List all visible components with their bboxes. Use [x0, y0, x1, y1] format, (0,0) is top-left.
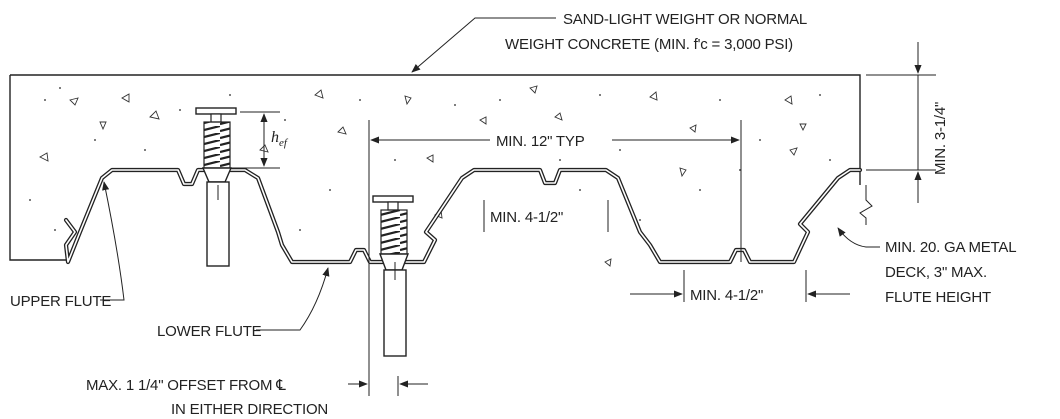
offset-label-line2: IN EITHER DIRECTION — [171, 401, 328, 418]
concrete-aggregate — [29, 85, 831, 267]
lower-flute-label: LOWER FLUTE — [157, 323, 262, 340]
deck-label-line1: MIN. 20. GA METAL — [885, 239, 1016, 256]
min-3-1-4-label: MIN. 3-1/4" — [932, 102, 949, 175]
min-4-1-2-lower-label: MIN. 4-1/2" — [690, 287, 763, 304]
hef-label: hef — [271, 129, 289, 149]
lower-flute-width-dimension: MIN. 4-1/2" — [630, 270, 850, 304]
min-12-typ-label: MIN. 12" TYP — [496, 133, 585, 150]
concrete-label-line1: SAND-LIGHT WEIGHT OR NORMAL — [563, 11, 807, 28]
lower-flute-centerline — [368, 172, 399, 396]
concrete-label-line2: WEIGHT CONCRETE (MIN. f'c = 3,000 PSI) — [505, 36, 793, 53]
deck-label-line3: FLUTE HEIGHT — [885, 289, 991, 306]
metal-deck — [63, 167, 863, 265]
hef-dimension: hef — [232, 111, 289, 169]
lower-flute-anchor — [372, 195, 414, 357]
upper-flute-callout: UPPER FLUTE — [10, 181, 125, 310]
upper-flute-label: UPPER FLUTE — [10, 293, 111, 310]
deck-label-line2: DECK, 3" MAX. — [885, 264, 987, 281]
min-4-1-2-upper-label: MIN. 4-1/2" — [490, 209, 563, 226]
metal-deck-callout: MIN. 20. GA METAL DECK, 3" MAX. FLUTE HE… — [837, 227, 1017, 306]
offset-label-line1: MAX. 1 1/4" OFFSET FROM ℄ — [86, 377, 286, 394]
concrete-callout: SAND-LIGHT WEIGHT OR NORMAL WEIGHT CONCR… — [411, 11, 807, 73]
offset-callout: MAX. 1 1/4" OFFSET FROM ℄ IN EITHER DIRE… — [86, 377, 428, 418]
upper-flute-width-dimension: MIN. 4-1/2" — [483, 200, 609, 232]
min-12-typ-dimension: MIN. 12" TYP — [368, 120, 742, 262]
upper-flute-anchor — [195, 107, 237, 267]
lower-flute-callout: LOWER FLUTE — [157, 267, 330, 340]
min-3-1-4-dimension: MIN. 3-1/4" — [866, 42, 949, 203]
concrete-slab — [9, 74, 873, 261]
